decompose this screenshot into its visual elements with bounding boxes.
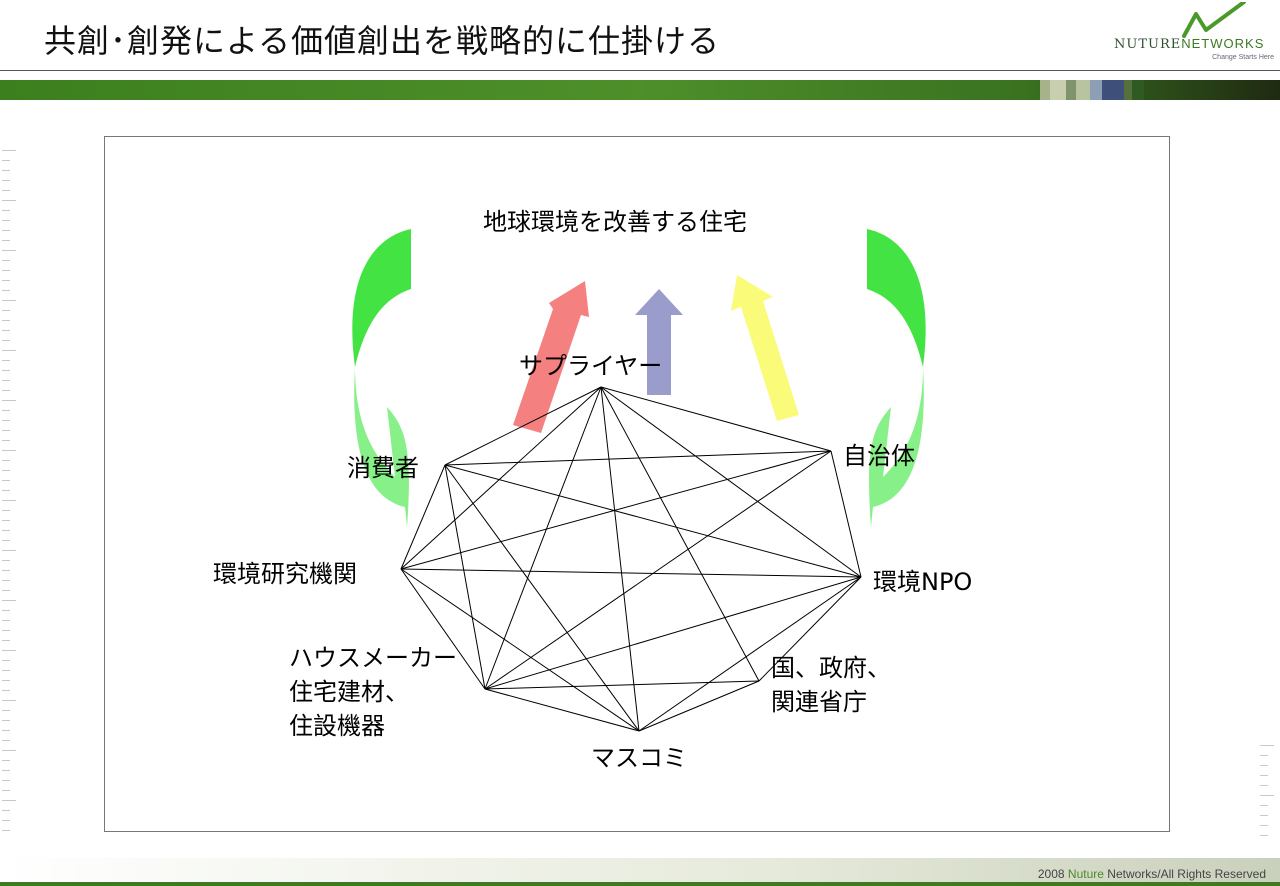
node-label-supplier: サプライヤー xyxy=(519,352,663,380)
edge-government-env-npo xyxy=(758,576,862,682)
band-color-blocks xyxy=(1040,80,1144,100)
diagram-frame: 地球環境を改善する住宅 サプライヤー 自治体 環境NPO 国、政府、関連省庁 マ… xyxy=(104,136,1170,832)
logo-tagline: Change Starts Here xyxy=(1212,54,1274,61)
company-logo: NUTURENETWORKS Change Starts Here xyxy=(1110,2,1280,80)
edges-group xyxy=(400,386,862,732)
page-title: 共創･創発による価値創出を戦略的に仕掛ける xyxy=(44,22,721,60)
left-cycle-arrow xyxy=(352,229,411,527)
footer-line xyxy=(0,882,1280,886)
edge-consumer-house-maker xyxy=(444,464,486,690)
node-label-env-npo: 環境NPO xyxy=(873,568,973,596)
node-label-consumer: 消費者 xyxy=(347,454,419,482)
edge-house-maker-municipality xyxy=(484,450,832,690)
footer-bar xyxy=(0,858,1280,886)
goal-label: 地球環境を改善する住宅 xyxy=(483,208,747,236)
edge-env-research-house-maker xyxy=(400,568,486,690)
right-cycle-arrow-top xyxy=(867,229,926,367)
edge-mass-media-government xyxy=(638,680,760,732)
copyright-text: 2008 Nuture Networks/All Rights Reserved xyxy=(1037,867,1266,881)
edge-supplier-mass-media xyxy=(600,386,640,732)
logo-wordmark: NUTURENETWORKS xyxy=(1114,36,1265,52)
edge-consumer-env-research xyxy=(400,464,446,570)
network-diagram xyxy=(352,229,926,732)
edge-env-research-mass-media xyxy=(400,568,640,732)
yellow-arrow xyxy=(731,275,799,421)
blue-arrow xyxy=(635,289,683,395)
edge-env-research-env-npo xyxy=(400,568,862,578)
red-arrow xyxy=(513,281,589,433)
left-cycle-arrow-bottom xyxy=(354,367,409,527)
edge-house-maker-env-npo xyxy=(484,576,862,690)
node-label-house-maker: ハウスメーカー住宅建材、住設機器 xyxy=(289,644,457,740)
edge-house-maker-mass-media xyxy=(484,688,640,732)
edge-consumer-env-npo xyxy=(444,464,862,578)
header-band xyxy=(0,80,1280,100)
edge-consumer-mass-media xyxy=(444,464,640,732)
edge-supplier-house-maker xyxy=(484,386,602,690)
edge-municipality-env-npo xyxy=(830,450,862,578)
node-label-env-research: 環境研究機関 xyxy=(213,560,357,588)
right-cycle-arrow xyxy=(867,229,926,527)
edge-consumer-municipality xyxy=(444,450,832,466)
edge-mass-media-env-npo xyxy=(638,576,862,732)
edge-supplier-env-research xyxy=(400,386,602,570)
right-cycle-arrow-bottom xyxy=(869,367,924,527)
left-cycle-arrow-top xyxy=(352,229,411,367)
edge-env-research-municipality xyxy=(400,450,832,570)
edge-supplier-consumer xyxy=(444,386,602,466)
edge-supplier-government xyxy=(600,386,760,682)
edge-supplier-municipality xyxy=(600,386,832,452)
right-ruler xyxy=(1260,745,1274,836)
header-rule xyxy=(0,70,1280,71)
node-label-municipality: 自治体 xyxy=(843,442,915,470)
node-label-mass-media: マスコミ xyxy=(591,744,687,772)
left-ruler xyxy=(2,150,16,831)
edge-supplier-env-npo xyxy=(600,386,862,578)
edge-house-maker-government xyxy=(484,680,760,690)
logo-check-icon xyxy=(1182,2,1246,38)
node-label-government: 国、政府、関連省庁 xyxy=(771,654,891,716)
